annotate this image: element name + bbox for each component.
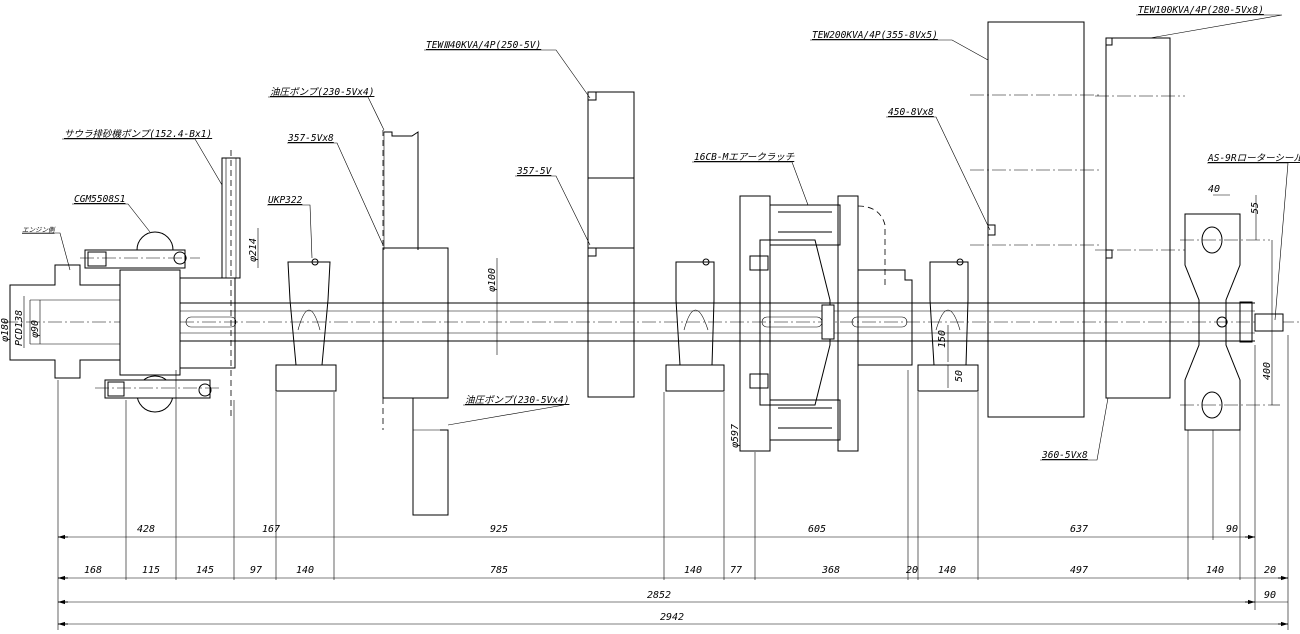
label-rotor-seal: AS-9Rローターシール	[1207, 153, 1300, 164]
dim-end-90: 90	[1264, 590, 1276, 601]
dim-row2-140d: 140	[1206, 565, 1224, 576]
engine-coupling	[9, 231, 237, 413]
label-tew-200: TEW200KVA/4P(355-8Vx5)	[812, 30, 938, 41]
dim-pcd138: PCD138	[14, 310, 25, 346]
dim-row2-497: 497	[1070, 565, 1088, 576]
label-tew-100: TEW100KVA/4P(280-5Vx8)	[1138, 5, 1264, 16]
label-oil-pump-top: 油圧ポンプ(230-5Vx4)	[270, 86, 374, 98]
label-oil-pump-bottom: 油圧ポンプ(230-5Vx4)	[465, 394, 569, 406]
dim-50: 50	[954, 370, 965, 382]
leader-lines	[22, 14, 1289, 461]
dim-row2-140a: 140	[296, 565, 314, 576]
label-pulley-360: 360-5Vx8	[1041, 450, 1088, 461]
dim-row2-368: 368	[821, 565, 840, 576]
dim-row2-168: 168	[84, 565, 102, 576]
dim-row1-90: 90	[1226, 524, 1238, 535]
generator-tew200	[970, 21, 1100, 418]
label-pulley-357-8: 357-5Vx8	[287, 133, 334, 144]
dim-row2-145: 145	[196, 565, 214, 576]
dim-d180: φ180	[0, 318, 11, 342]
dimension-ticks	[58, 534, 1288, 627]
bearing-1	[275, 258, 337, 392]
dim-400: 400	[1262, 362, 1273, 380]
dim-row2-97: 97	[250, 565, 262, 576]
dim-row2-785: 785	[490, 565, 508, 576]
dim-row2-115: 115	[142, 565, 160, 576]
extension-lines	[57, 335, 1289, 630]
dim-150: 150	[937, 330, 948, 348]
dim-55: 55	[1250, 202, 1261, 214]
oil-pump-lower	[412, 398, 449, 516]
pulley-357-5v8	[382, 130, 449, 430]
dim-d90: φ90	[30, 320, 41, 338]
generator-tew40	[587, 91, 635, 398]
label-engine-side: エンジン側	[22, 226, 56, 234]
dim-d214: φ214	[248, 238, 259, 262]
label-clutch: 16CB-Mエアークラッチ	[694, 152, 795, 163]
label-tew-40: TEWⅢ40KVA/4P(250-5V)	[426, 40, 541, 51]
label-cgm: CGM5508S1	[74, 194, 125, 205]
dim-row2-77: 77	[730, 565, 742, 576]
dimension-lines	[9, 194, 1288, 625]
generator-tew100	[1095, 37, 1185, 399]
dim-row2-140b: 140	[684, 565, 702, 576]
dim-40: 40	[1208, 184, 1220, 195]
bearing-2	[665, 258, 725, 392]
main-shaft	[4, 302, 1300, 342]
dim-row1-605: 605	[808, 524, 826, 535]
air-clutch	[739, 195, 913, 452]
label-sawara-pump: サウラ排砂機ポンプ(152.4-Bx1)	[64, 128, 212, 140]
label-pulley-357: 357-5V	[516, 166, 553, 177]
sawara-pulley	[221, 150, 241, 420]
oil-pump-upper	[383, 131, 419, 250]
dim-row2-20a: 20	[906, 565, 918, 576]
dim-row2-20b: 20	[1264, 565, 1276, 576]
label-ukp: UKP322	[268, 195, 303, 206]
dim-total-2942: 2942	[660, 612, 684, 623]
dim-d597: φ597	[730, 424, 741, 448]
label-pulley-450: 450-8Vx8	[888, 107, 934, 118]
dim-total-2852: 2852	[647, 590, 671, 601]
dim-d100: φ100	[487, 268, 498, 292]
dim-row1-428: 428	[137, 524, 155, 535]
dim-row2-140c: 140	[938, 565, 956, 576]
dim-row1-925: 925	[490, 524, 508, 535]
dim-row1-167: 167	[262, 524, 280, 535]
dim-row1-637: 637	[1070, 524, 1088, 535]
